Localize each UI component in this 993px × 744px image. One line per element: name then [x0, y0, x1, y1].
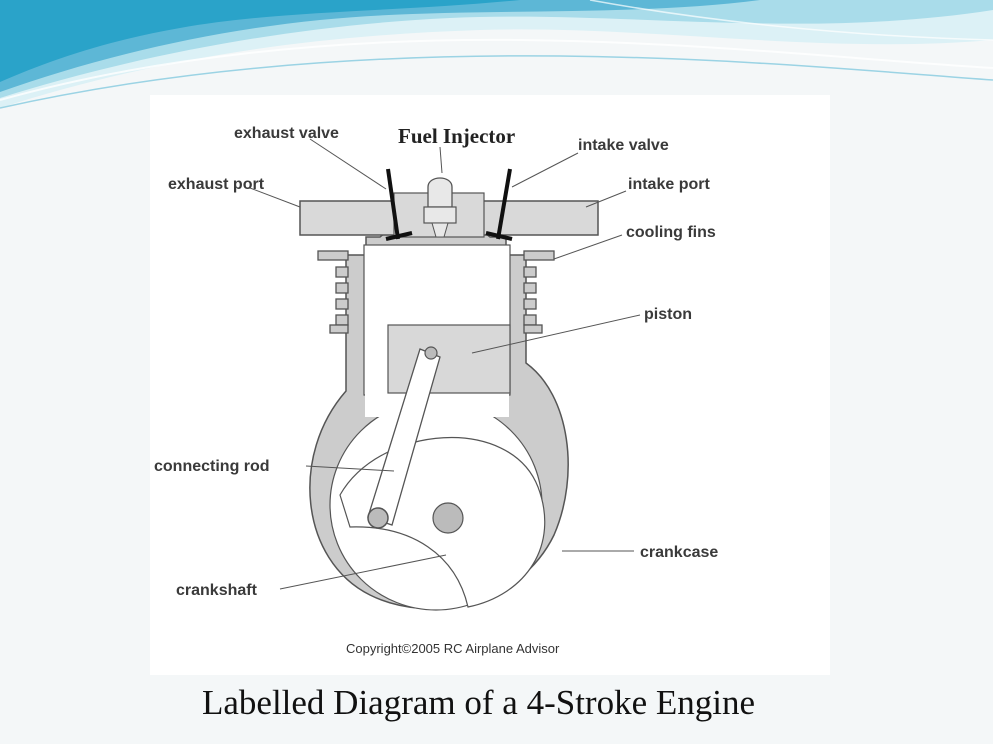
- label-exhaust-valve: exhaust valve: [234, 125, 339, 142]
- copyright-notice: Copyright©2005 RC Airplane Advisor: [346, 641, 560, 656]
- exhaust-port-pipe: [299, 200, 397, 236]
- intake-valve-stem: [496, 168, 512, 240]
- crankshaft-main: [432, 502, 464, 534]
- piston: [387, 324, 511, 394]
- crank-pin: [367, 507, 389, 529]
- engine-diagram-panel: exhaust valve Fuel Injector intake valve…: [150, 95, 830, 675]
- label-exhaust-port: exhaust port: [168, 176, 265, 193]
- label-intake-valve: intake valve: [578, 137, 669, 154]
- fuel-injector-body: [427, 177, 453, 208]
- cooling-fins-left: [317, 250, 349, 334]
- engine-diagram: exhaust valve Fuel Injector intake valve…: [154, 124, 718, 656]
- cooling-fins-right: [523, 250, 555, 334]
- header-wave-decoration: [0, 0, 993, 109]
- label-intake-port: intake port: [628, 176, 710, 193]
- label-piston: piston: [644, 306, 692, 323]
- label-leader-lines: [249, 138, 641, 590]
- slide-caption: Labelled Diagram of a 4-Stroke Engine: [202, 683, 755, 722]
- label-crankshaft: crankshaft: [176, 582, 258, 599]
- label-cooling-fins: cooling fins: [626, 224, 716, 241]
- label-crankcase: crankcase: [640, 544, 718, 561]
- wrist-pin: [424, 346, 438, 360]
- label-fuel-injector: Fuel Injector: [398, 124, 515, 148]
- label-connecting-rod: connecting rod: [154, 458, 270, 475]
- exhaust-valve-stem: [386, 168, 400, 240]
